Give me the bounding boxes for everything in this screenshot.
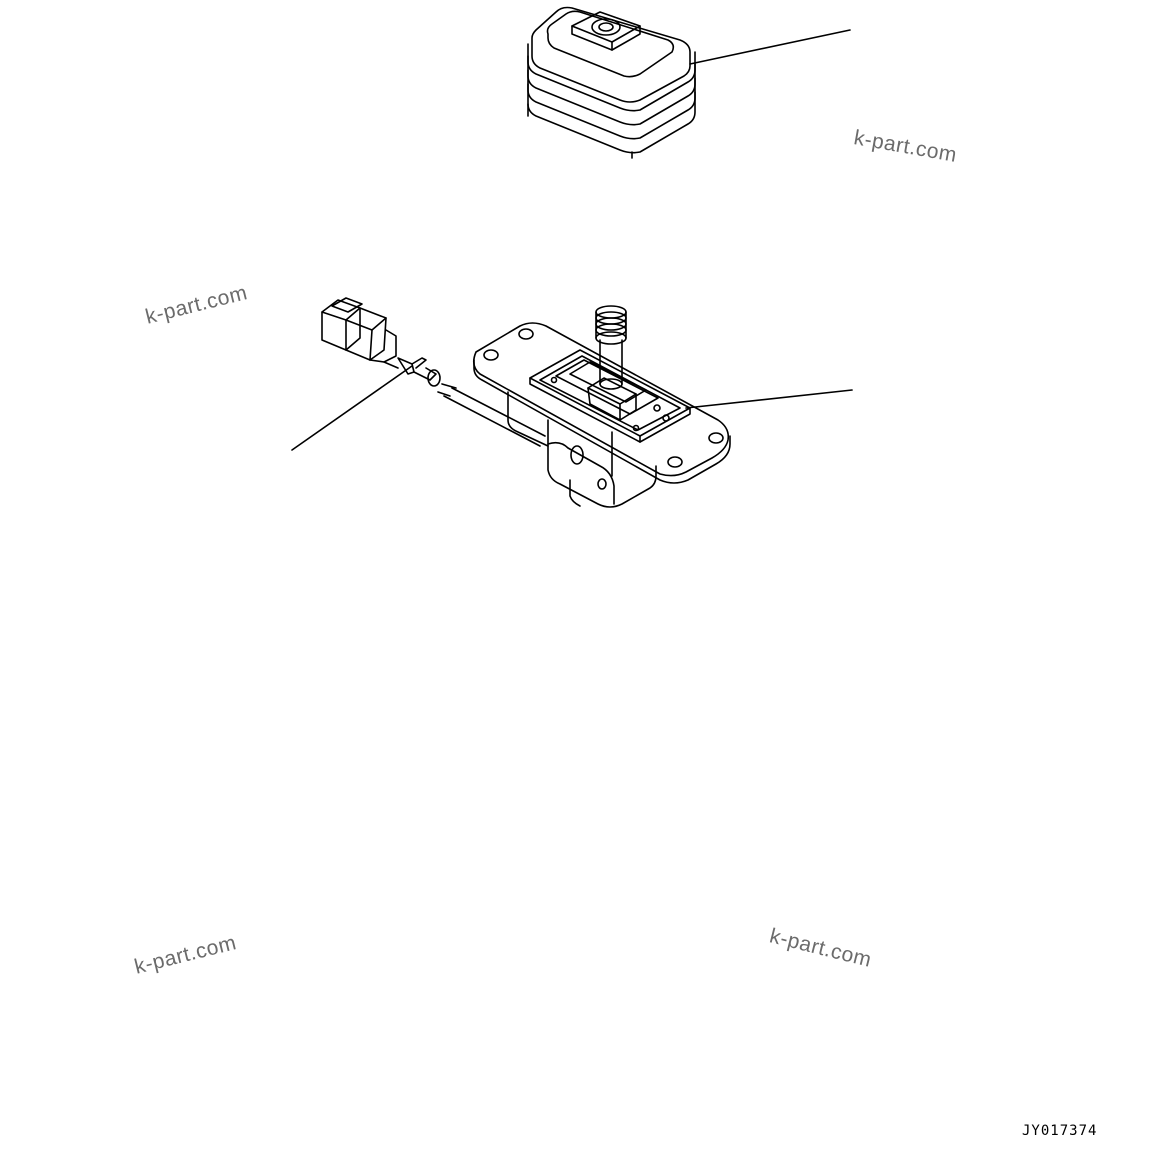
switch-assembly-part	[472, 305, 853, 508]
connector-part	[291, 297, 546, 451]
rubber-boot-part	[527, 6, 851, 159]
drawing-code: JY017374	[1022, 1123, 1098, 1139]
